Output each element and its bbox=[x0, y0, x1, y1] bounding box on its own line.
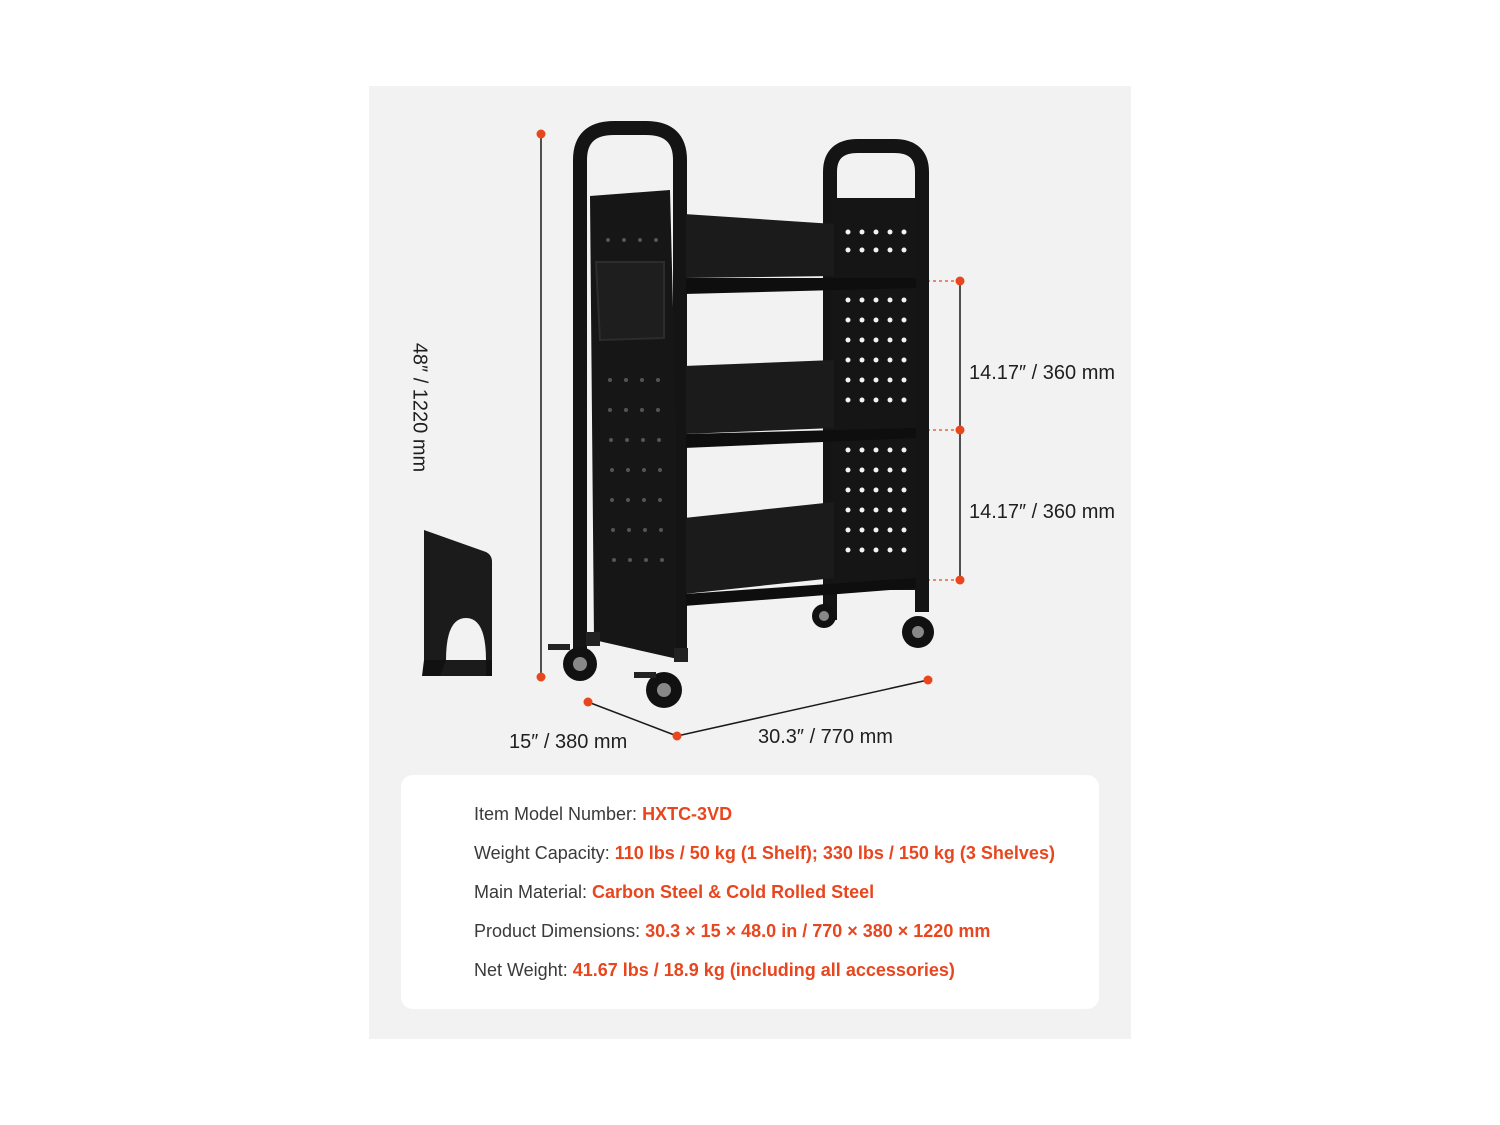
base-dimension-lines bbox=[583, 675, 933, 741]
spec-label: Weight Capacity: bbox=[474, 843, 615, 863]
depth-dimension-label: 15″ / 380 mm bbox=[509, 731, 628, 753]
spec-label: Product Dimensions: bbox=[474, 921, 646, 941]
width-dimension-label: 30.3″ / 770 mm bbox=[758, 726, 893, 748]
spec-value: 110 lbs / 50 kg (1 Shelf); 330 lbs / 150… bbox=[614, 843, 1055, 863]
spec-net-weight: Net Weight: 41.67 lbs / 18.9 kg (includi… bbox=[474, 960, 955, 981]
spec-label: Item Model Number: bbox=[474, 804, 643, 824]
spec-label: Net Weight: bbox=[474, 960, 573, 980]
spec-value: HXTC-3VD bbox=[642, 804, 733, 824]
spec-label: Main Material: bbox=[474, 882, 593, 902]
bookend-icon bbox=[422, 530, 492, 676]
specifications-card: Item Model Number: HXTC-3VD Weight Capac… bbox=[401, 775, 1099, 1009]
spec-value: 41.67 lbs / 18.9 kg (including all acces… bbox=[572, 960, 955, 980]
upper-shelf-gap-label: 14.17″ / 360 mm bbox=[969, 362, 1116, 384]
book-cart-icon bbox=[548, 121, 934, 708]
spec-weight-capacity: Weight Capacity: 110 lbs / 50 kg (1 Shel… bbox=[474, 843, 1055, 864]
spec-model-number: Item Model Number: HXTC-3VD bbox=[474, 804, 732, 825]
caster-wheels bbox=[548, 604, 934, 708]
spec-value: Carbon Steel & Cold Rolled Steel bbox=[592, 882, 875, 902]
height-dimension-line bbox=[536, 129, 546, 682]
spec-main-material: Main Material: Carbon Steel & Cold Rolle… bbox=[474, 882, 874, 903]
lower-shelf-gap-label: 14.17″ / 360 mm bbox=[969, 501, 1116, 523]
spec-product-dimensions: Product Dimensions: 30.3 × 15 × 48.0 in … bbox=[474, 921, 990, 942]
height-dimension-label: 48″ / 1220 mm bbox=[408, 342, 431, 473]
spec-value: 30.3 × 15 × 48.0 in / 770 × 380 × 1220 m… bbox=[645, 921, 991, 941]
